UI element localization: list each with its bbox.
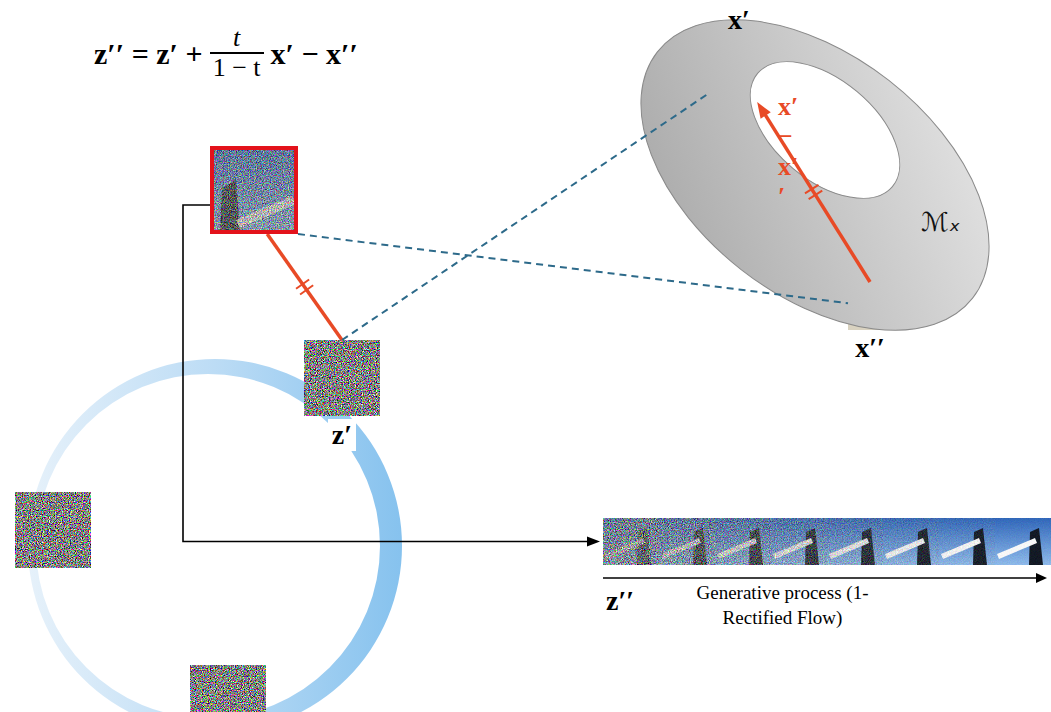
connector [298,234,848,303]
connector-group [757,102,870,282]
connector [267,234,342,340]
formula-part: 1 − t [210,52,264,82]
manifold-outline [615,0,1015,345]
fraction: t1 − t [210,24,264,82]
math-label: x′ [728,4,750,36]
manifold-inner [725,35,924,225]
manifold-label: ℳₓ [921,208,960,238]
math-label: z′ [328,419,356,451]
noise-image [190,665,266,712]
text-slot: x′ [684,4,794,36]
equal-length-tick [300,285,313,294]
text-slot: x′′ [820,332,920,364]
formula-part: z′′ = z′ + [94,37,203,70]
text-slot: z′′ [606,585,666,617]
math-label: z′′ [606,585,634,617]
noise-node: z′ [304,340,380,416]
arrow-head [587,537,600,547]
manifold-ring: ℳₓ [615,0,1015,345]
connector-group [267,234,342,340]
formula-part: x′ − x′′ [271,37,358,70]
filmstrip-node: z′′ Generative process (1-Rectified Flow) [600,517,1051,635]
text-slot: ℳₓ [921,208,991,238]
connector-group [298,234,848,303]
equal-length-tick [809,191,823,199]
highlight-box: z′′ = z′ +t1 − tx′ − x′′ [210,146,298,234]
text-slot: z′ [292,419,392,451]
text-slot: Generative process (1-Rectified Flow) [695,581,870,630]
math-label: x′′ [855,332,885,364]
generative-filmstrip [603,518,1051,565]
equal-length-tick [296,280,309,289]
text-slot: x′ − x′′ [778,92,798,212]
formula-row: z′′ = z′ +t1 − tx′ − x′′ [94,20,358,86]
connector-group [342,94,708,340]
arrow-head [757,102,771,119]
noisy-airplane-image [212,148,296,232]
caption-text: Generative process (1-Rectified Flow) [695,581,870,630]
edge-label: x′ − x′′ [778,92,798,212]
connector [342,94,708,340]
connector-group [183,205,600,547]
image-node: x′ [708,44,770,102]
connector [183,205,589,542]
noise-image [15,492,91,568]
manifold-outer [615,0,1015,345]
equal-length-tick [805,185,819,193]
process-arrow [603,573,1047,583]
image-node: x′′ [848,282,892,330]
formula-part: t [230,24,243,52]
noise-image [304,340,380,416]
